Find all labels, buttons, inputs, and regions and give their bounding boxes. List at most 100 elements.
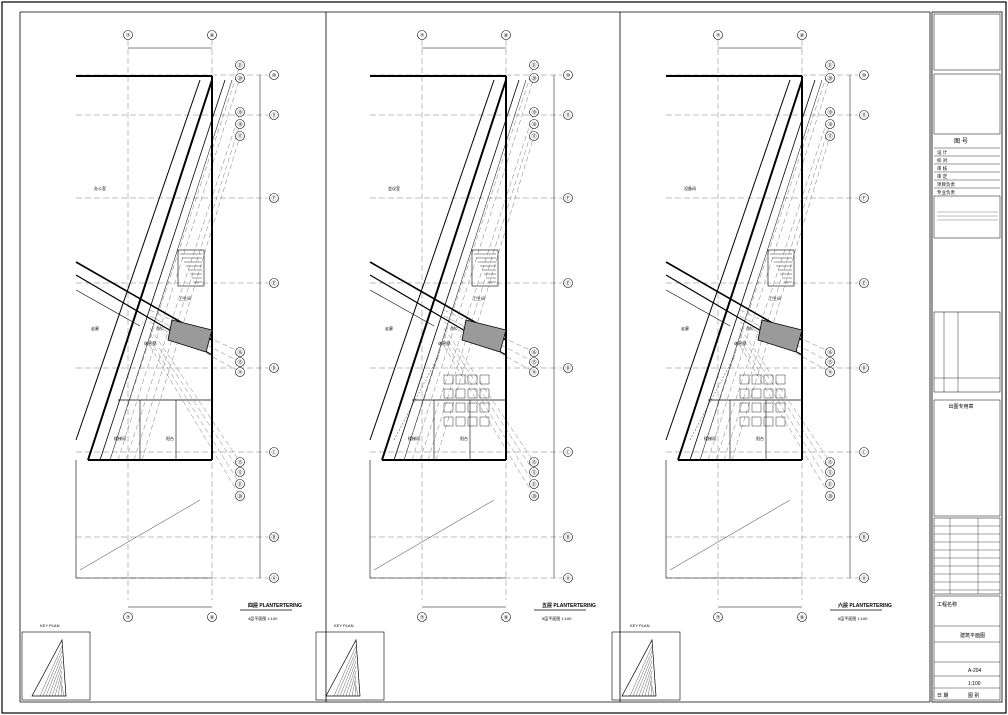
room-label: 走廊 <box>681 325 689 331</box>
diagonal-grid-line <box>411 77 535 461</box>
desk <box>443 374 454 385</box>
grid-bubble-right: Ⓕ <box>269 193 279 203</box>
grid-bubble-label: ㉑ <box>237 62 242 69</box>
grid-bubble-label: ⑳ <box>531 75 536 82</box>
desk <box>763 416 774 427</box>
room-label: 休息室 <box>144 340 156 346</box>
key-plan-hatch <box>632 650 653 697</box>
diagonal-wall <box>87 79 213 461</box>
grid-bubble-right: Ⓔ <box>269 278 279 288</box>
grid-bubble-circle <box>529 107 539 117</box>
grid-bubble-circle <box>563 70 573 80</box>
shaft-hatch <box>167 319 213 353</box>
grid-bubble-label: ⑫ <box>531 469 536 476</box>
grid-bubble-label: ⑱ <box>237 121 242 128</box>
room-label: 休息室 <box>438 340 450 346</box>
grid-bubble-diagonal: ⑳ <box>825 491 835 501</box>
grid-bubble-diagonal: ⑳ <box>529 73 539 83</box>
key-plan-note: KEY PLAN <box>40 623 60 628</box>
grid-bubble-label: ㉑ <box>531 62 536 69</box>
wing-wall <box>75 289 141 327</box>
grid-bubble-diagonal: ⑭ <box>825 367 835 377</box>
grid-bubble-right: Ⓒ <box>563 447 573 457</box>
grid-bubble-circle <box>825 491 835 501</box>
desk <box>467 388 478 399</box>
grid-bubble-circle <box>825 347 835 357</box>
grid-bubble-circle <box>235 357 245 367</box>
stair-outline <box>471 249 499 287</box>
room-label: 走廊 <box>91 325 99 331</box>
grid-bubble-label: ⑰ <box>531 133 536 140</box>
key-plan-hatch <box>647 675 653 697</box>
grid-bubble-circle <box>235 367 245 377</box>
desk <box>739 416 750 427</box>
grid-bubble-right: Ⓒ <box>859 447 869 457</box>
site-slope <box>669 499 791 571</box>
grid-bubble-right: ⑪ <box>563 110 573 120</box>
grid-bubble-right: Ⓔ <box>859 278 869 288</box>
grid-bubble-diagonal: ⑲ <box>825 107 835 117</box>
key-plan-hatch <box>345 665 357 697</box>
desk <box>455 416 466 427</box>
room-label: 办公 <box>450 325 458 331</box>
grid-bubble-bottom: ⑦ <box>713 612 723 622</box>
grid-bubble-circle <box>563 447 573 457</box>
grid-bubble-circle <box>235 73 245 83</box>
grid-bubble-label: ⑳ <box>827 493 832 500</box>
grid-bubble-diagonal: ⑳ <box>235 491 245 501</box>
grid-bubble-diagonal: ㉑ <box>235 60 245 70</box>
grid-bubble-top: ⑦ <box>417 30 427 40</box>
room-label: 走廊 <box>385 325 393 331</box>
grid-bubble-circle <box>235 467 245 477</box>
grid-bubble-label: ⑩ <box>566 73 571 79</box>
grid-bubble-right: ⑪ <box>859 110 869 120</box>
grid-bubble-label: ⑬ <box>531 459 536 466</box>
diagonal-grid-line <box>723 123 831 461</box>
grid-bubble-right: Ⓕ <box>563 193 573 203</box>
grid-bubble-label: ⑲ <box>827 109 832 116</box>
key-plan-hatch <box>54 670 63 697</box>
key-plan-hatch <box>644 670 653 697</box>
grid-bubble-diagonal: ⑱ <box>235 119 245 129</box>
desk <box>739 402 750 413</box>
desk <box>467 402 478 413</box>
room-label: 楼梯间 <box>408 435 420 441</box>
diagonal-wall <box>393 79 520 461</box>
title-block-frame <box>931 11 1003 703</box>
grid-bubble-diagonal: ⑰ <box>529 131 539 141</box>
grid-bubble-circle <box>417 30 427 40</box>
grid-bubble-circle <box>825 107 835 117</box>
room-label: 卫生间 <box>769 295 781 301</box>
key-plan-hatch <box>635 655 653 697</box>
desk <box>751 388 762 399</box>
grid-bubble-top: ⑦ <box>713 30 723 40</box>
grid-bubble-circle <box>529 347 539 357</box>
room-label: 办公室 <box>94 185 106 191</box>
grid-bubble-right: Ⓑ <box>859 532 869 542</box>
grid-bubble-circle <box>563 193 573 203</box>
desk <box>775 388 786 399</box>
grid-bubble-circle <box>825 479 835 489</box>
grid-bubble-circle <box>563 532 573 542</box>
grid-bubble-diagonal: ㉑ <box>529 479 539 489</box>
stamp-box <box>933 399 1001 517</box>
grid-bubble-circle <box>269 573 279 583</box>
desk <box>763 374 774 385</box>
title-block-row-label: 审 核 <box>937 165 948 172</box>
partition <box>689 354 736 441</box>
key-plan-hatch <box>354 680 357 697</box>
grid-bubble-right: Ⓑ <box>269 532 279 542</box>
grid-bubble-diagonal: ⑳ <box>825 73 835 83</box>
sheet-label: 图 别 <box>968 692 979 699</box>
grid-bubble-top: ⑦ <box>123 30 133 40</box>
grid-bubble-label: ⑰ <box>237 133 242 140</box>
grid-bubble-right: Ⓐ <box>859 573 869 583</box>
grid-bubble-label: ⑬ <box>237 459 242 466</box>
grid-bubble-circle <box>269 363 279 373</box>
wing-wall <box>369 289 435 327</box>
grid-bubble-label: Ⓔ <box>271 280 276 287</box>
grid-bubble-diagonal: ⑯ <box>825 347 835 357</box>
